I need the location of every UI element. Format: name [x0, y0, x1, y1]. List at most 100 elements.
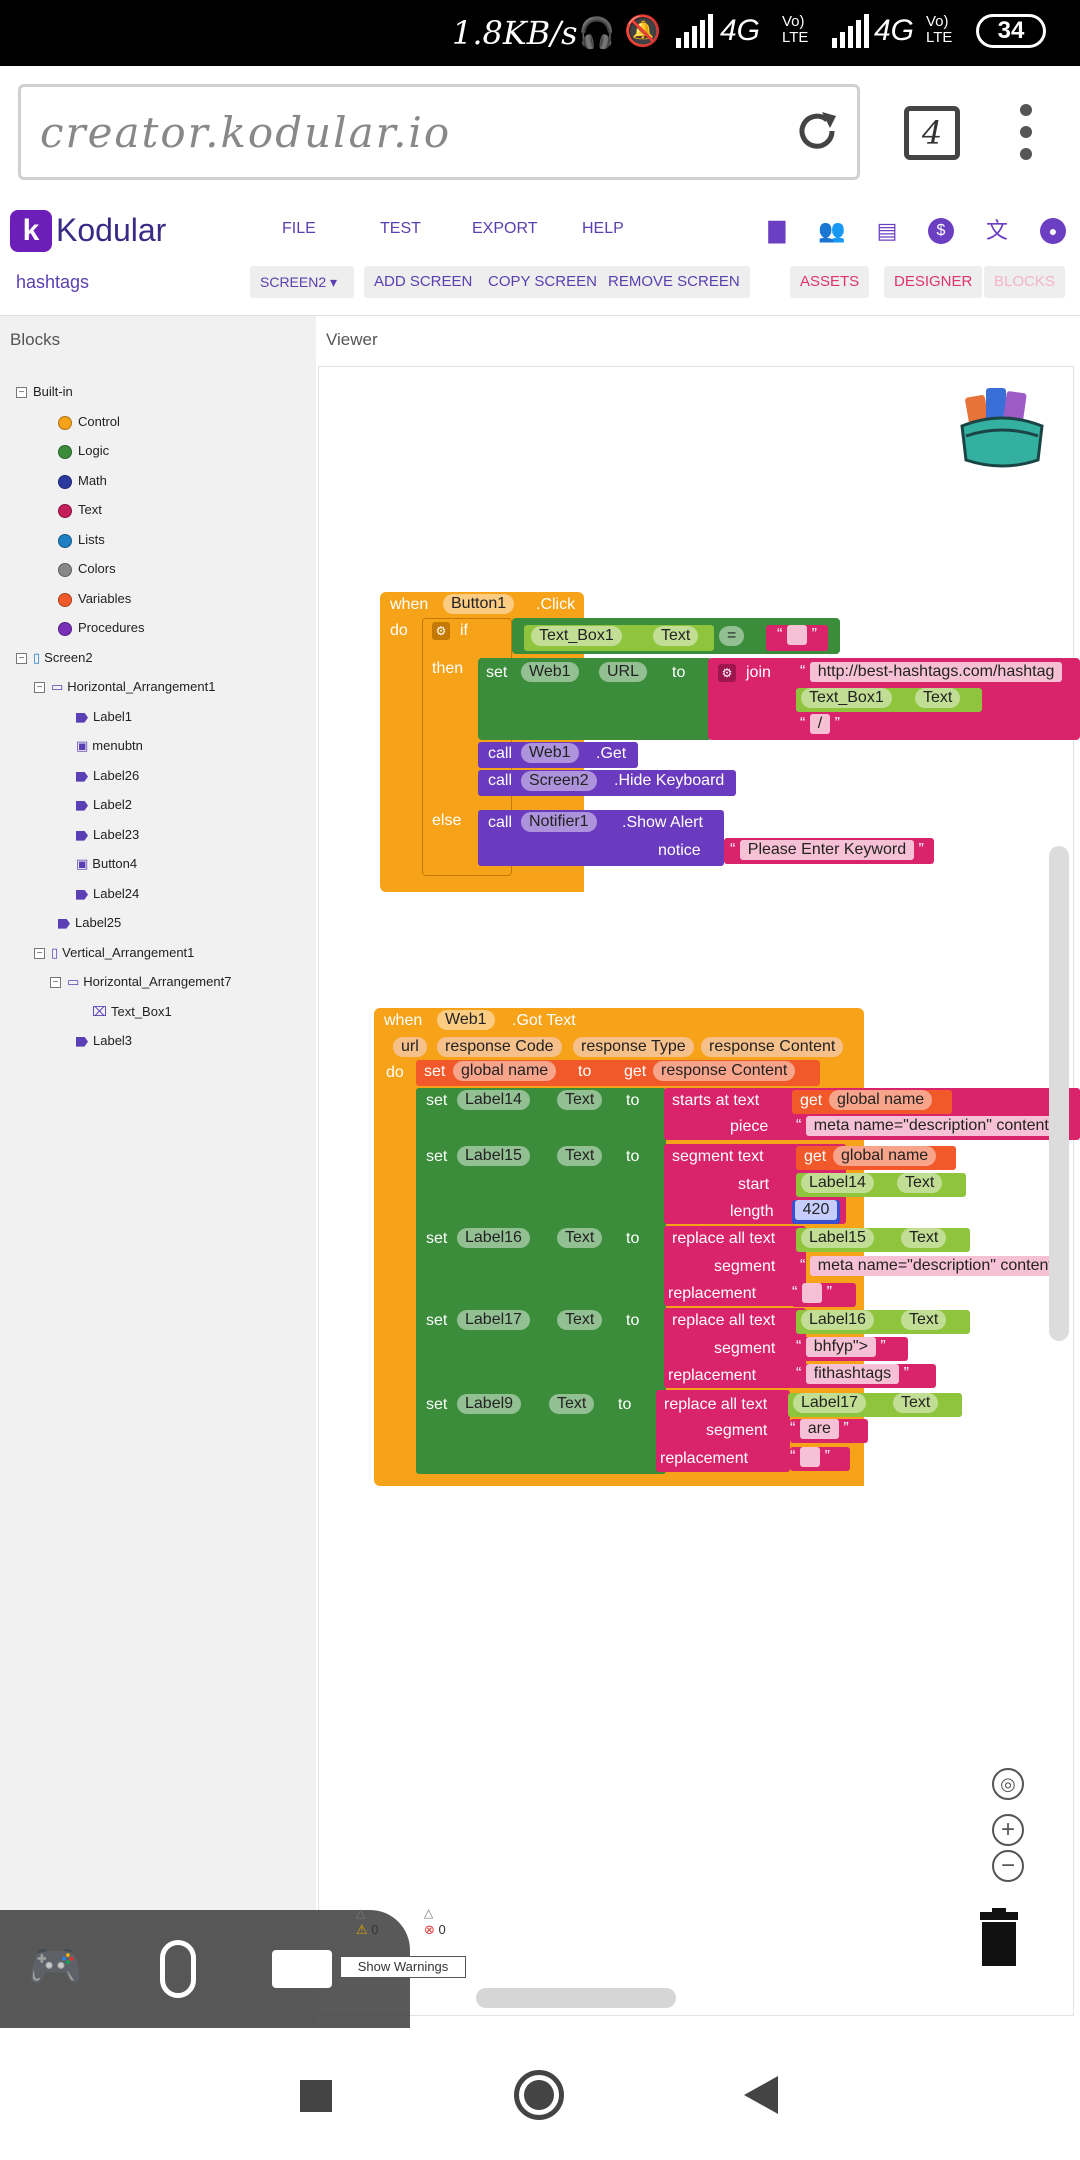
fithashtags-string-block[interactable]: “ fithashtags ” — [796, 1364, 936, 1388]
empty-string-block[interactable]: “ ” — [790, 1447, 850, 1471]
textbox-dropdown[interactable]: Text_Box1 — [528, 626, 625, 646]
label17-text-getter[interactable] — [788, 1393, 962, 1417]
label14-text-getter[interactable] — [796, 1173, 966, 1197]
screen2-dropdown[interactable]: Screen2 — [518, 771, 600, 791]
bhfyp-string-block[interactable]: “ bhfyp"> ” — [796, 1337, 908, 1361]
tree-screen2[interactable]: −▯Screen2 — [16, 648, 93, 668]
text-property-dropdown[interactable]: Text — [890, 1393, 941, 1413]
zoom-in-icon[interactable]: + — [992, 1814, 1024, 1846]
meta-string-block[interactable]: “ meta name="description" content — [800, 1256, 1061, 1276]
alert-message[interactable]: “ Please Enter Keyword ” — [730, 840, 924, 860]
text-property-dropdown[interactable]: Text — [898, 1310, 949, 1330]
tree-menubtn[interactable]: ▣menubtn — [76, 738, 143, 753]
slash-string-block[interactable]: “ / ” — [800, 714, 841, 734]
error-up-arrow[interactable]: △ — [424, 1906, 434, 1920]
text-property-dropdown[interactable]: Text — [554, 1228, 605, 1248]
menu-help[interactable]: HELP — [582, 220, 624, 237]
url-bar[interactable] — [18, 84, 860, 180]
label16-text-getter[interactable] — [796, 1310, 970, 1334]
tree-label25[interactable]: Label25 — [58, 913, 121, 933]
tree-horizontal-arrangement1[interactable]: −▭Horizontal_Arrangement1 — [34, 677, 215, 697]
menu-test[interactable]: TEST — [380, 220, 421, 237]
label17-dropdown[interactable]: Label17 — [454, 1310, 533, 1330]
url-string-block[interactable]: “ http://best-hashtags.com/hashtag — [800, 662, 1063, 682]
call-hide-keyboard-block[interactable] — [478, 770, 736, 796]
set-global-name-block[interactable] — [416, 1060, 820, 1086]
param-url[interactable]: url — [390, 1037, 430, 1057]
url-property-dropdown[interactable]: URL — [596, 662, 650, 682]
translate-icon[interactable]: 文 — [985, 218, 1008, 243]
horizontal-scrollbar[interactable] — [476, 1988, 676, 2008]
text-property-dropdown[interactable]: Text — [554, 1090, 605, 1110]
backpack-icon[interactable] — [956, 380, 1050, 470]
text-property-dropdown[interactable]: Text — [650, 626, 701, 646]
textbox-text-getter-2[interactable] — [796, 688, 982, 712]
tree-label2[interactable]: Label2 — [76, 795, 132, 815]
param-response-type[interactable]: response Type — [570, 1037, 697, 1057]
gamepad-icon[interactable]: 🎮 — [28, 1942, 83, 1991]
show-warnings-button[interactable]: Show Warnings — [340, 1956, 466, 1978]
label15-dropdown[interactable]: Label15 — [798, 1228, 877, 1248]
trash-icon[interactable] — [976, 1908, 1022, 1966]
label14-dropdown[interactable]: Label14 — [454, 1090, 533, 1110]
compare-operator-dropdown[interactable]: = — [716, 626, 747, 646]
tree-colors[interactable]: Colors — [58, 559, 116, 579]
set-web1-url-block[interactable] — [478, 658, 712, 740]
back-icon[interactable] — [744, 2076, 778, 2114]
call-web1-get-block[interactable] — [478, 742, 638, 768]
reload-icon[interactable] — [792, 106, 842, 156]
meta-string-block[interactable]: “ meta name="description" content — [796, 1116, 1057, 1136]
global-name-dropdown[interactable]: global name — [830, 1146, 939, 1166]
account-icon[interactable]: ● — [1040, 218, 1066, 244]
tree-builtin[interactable]: −Built-in — [16, 382, 73, 402]
empty-string-block[interactable]: “ ” — [792, 1283, 856, 1307]
label14-dropdown[interactable]: Label14 — [798, 1173, 877, 1193]
get-global-name-block[interactable] — [792, 1090, 952, 1114]
block-component-dropdown[interactable]: Web1 — [434, 1010, 498, 1030]
screen-select[interactable]: SCREEN2 ▾ — [250, 266, 354, 298]
tree-label26[interactable]: Label26 — [76, 766, 139, 786]
tab-switcher-button[interactable]: 4 — [904, 106, 960, 160]
tree-vertical-arrangement1[interactable]: −▯Vertical_Arrangement1 — [34, 943, 194, 963]
label15-text-getter[interactable] — [796, 1228, 970, 1252]
tree-text-box1[interactable]: ⌧Text_Box1 — [92, 1004, 172, 1019]
tree-logic[interactable]: Logic — [58, 441, 109, 461]
replace-all-block[interactable] — [656, 1390, 790, 1472]
replace-all-block[interactable] — [664, 1226, 806, 1306]
tree-horizontal-arrangement7[interactable]: −▭Horizontal_Arrangement7 — [50, 972, 231, 992]
home-icon[interactable] — [514, 2070, 564, 2120]
label17-dropdown[interactable]: Label17 — [790, 1393, 869, 1413]
get-global-name-block[interactable] — [796, 1146, 956, 1170]
collapse-icon[interactable]: − — [34, 682, 45, 694]
tree-label3[interactable]: Label3 — [76, 1031, 132, 1051]
notifier-dropdown[interactable]: Notifier1 — [518, 812, 600, 832]
folder-star-icon[interactable]: ▇ — [768, 218, 786, 243]
warning-up-arrow[interactable]: △ — [356, 1906, 366, 1920]
gear-icon[interactable]: ⚙ — [432, 622, 450, 640]
tree-procedures[interactable]: Procedures — [58, 618, 144, 638]
url-text[interactable]: creator.kodular.io — [40, 108, 452, 157]
dollar-icon[interactable]: $ — [928, 218, 954, 244]
designer-button[interactable]: DESIGNER — [884, 266, 983, 298]
block-component-dropdown[interactable]: Button1 — [440, 594, 517, 614]
zoom-out-icon[interactable]: − — [992, 1850, 1024, 1882]
library-icon[interactable]: ▤ — [876, 218, 898, 243]
web1-dropdown[interactable]: Web1 — [518, 662, 582, 682]
global-name-dropdown[interactable]: global name — [826, 1090, 935, 1110]
keyboard-icon[interactable] — [272, 1950, 332, 1988]
assets-button[interactable]: ASSETS — [790, 266, 870, 298]
web1-dropdown-2[interactable]: Web1 — [518, 743, 582, 763]
label15-dropdown[interactable]: Label15 — [454, 1146, 533, 1166]
mouse-icon[interactable] — [160, 1940, 196, 1998]
text-property-dropdown[interactable]: Text — [898, 1228, 949, 1248]
tree-button4[interactable]: ▣Button4 — [76, 856, 138, 871]
label9-dropdown[interactable]: Label9 — [454, 1394, 524, 1414]
tree-lists[interactable]: Lists — [58, 530, 105, 550]
are-string-block[interactable]: “ are ” — [790, 1419, 868, 1443]
gear-icon[interactable]: ⚙ — [718, 664, 736, 682]
textbox-text-getter[interactable] — [524, 625, 714, 651]
text-property-dropdown[interactable]: Text — [546, 1394, 597, 1414]
tree-control[interactable]: Control — [58, 412, 120, 432]
blocks-button[interactable]: BLOCKS — [984, 266, 1065, 298]
collapse-icon[interactable]: − — [16, 653, 27, 665]
